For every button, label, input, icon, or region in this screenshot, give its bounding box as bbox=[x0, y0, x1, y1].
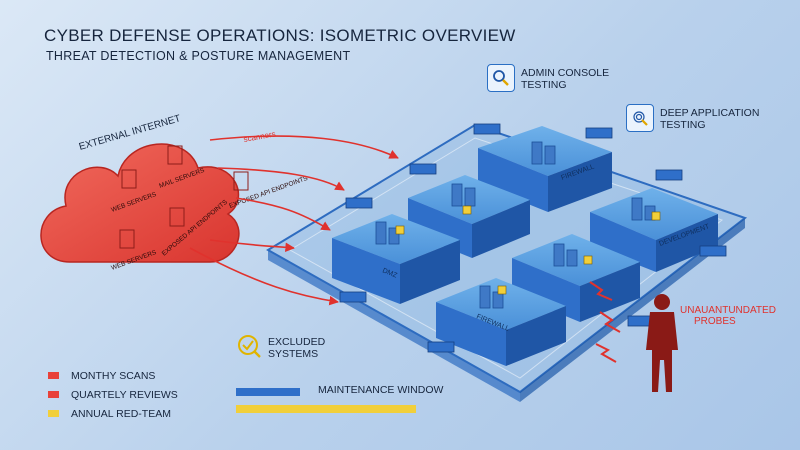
attacker-figure-icon bbox=[646, 294, 678, 392]
probes-line: UNAUANTUNDATED bbox=[680, 305, 776, 316]
server-racks bbox=[375, 141, 656, 309]
legend-item: QUARTELY REVIEWS bbox=[48, 385, 178, 404]
maintenance-label: MAINTENANCE WINDOW bbox=[318, 384, 444, 396]
legend-label: ANNUAL RED-TEAM bbox=[71, 407, 171, 420]
scanner-arrows bbox=[189, 135, 399, 306]
red-team-bar bbox=[236, 405, 416, 413]
legend-label: MONTHY SCANS bbox=[71, 369, 156, 382]
excluded-systems-callout: EXCLUDED SYSTEMS bbox=[236, 333, 325, 360]
server-icon bbox=[119, 145, 249, 249]
page-subtitle: THREAT DETECTION & POSTURE MANAGEMENT bbox=[46, 49, 351, 63]
deep-testing-callout: DEEP APPLICATION TESTING bbox=[626, 104, 759, 132]
callout-line: TESTING bbox=[521, 79, 567, 91]
legend-swatch bbox=[48, 391, 59, 398]
arrow-label: scanners bbox=[243, 129, 277, 144]
probes-line: PROBES bbox=[694, 316, 736, 327]
legend-swatch bbox=[48, 372, 59, 379]
legend-item: MONTHY SCANS bbox=[48, 366, 178, 385]
admin-console-callout: ADMIN CONSOLE TESTING bbox=[487, 64, 609, 92]
edge-nodes bbox=[339, 123, 727, 353]
external-internet-cloud bbox=[40, 143, 240, 263]
page-title: CYBER DEFENSE OPERATIONS: ISOMETRIC OVER… bbox=[44, 26, 516, 45]
legend: MONTHY SCANS QUARTELY REVIEWS ANNUAL RED… bbox=[48, 366, 178, 423]
excluded-check-icon bbox=[236, 333, 262, 359]
legend-label: QUARTELY REVIEWS bbox=[71, 388, 178, 401]
magnifier-icon bbox=[487, 64, 515, 92]
fingerprint-icon bbox=[626, 104, 654, 132]
callout-line: EXCLUDED bbox=[268, 336, 326, 348]
legend-swatch bbox=[48, 410, 59, 417]
callout-line: DEEP APPLICATION bbox=[660, 107, 760, 119]
maintenance-bar bbox=[236, 388, 300, 396]
callout-line: SYSTEMS bbox=[268, 348, 319, 360]
probe-lightning bbox=[589, 281, 621, 363]
callout-line: TESTING bbox=[660, 119, 706, 131]
warning-icon bbox=[395, 205, 661, 295]
callout-line: ADMIN CONSOLE bbox=[521, 67, 610, 79]
legend-item: ANNUAL RED-TEAM bbox=[48, 404, 178, 423]
probes-label: UNAUANTUNDATED PROBES bbox=[680, 305, 776, 327]
